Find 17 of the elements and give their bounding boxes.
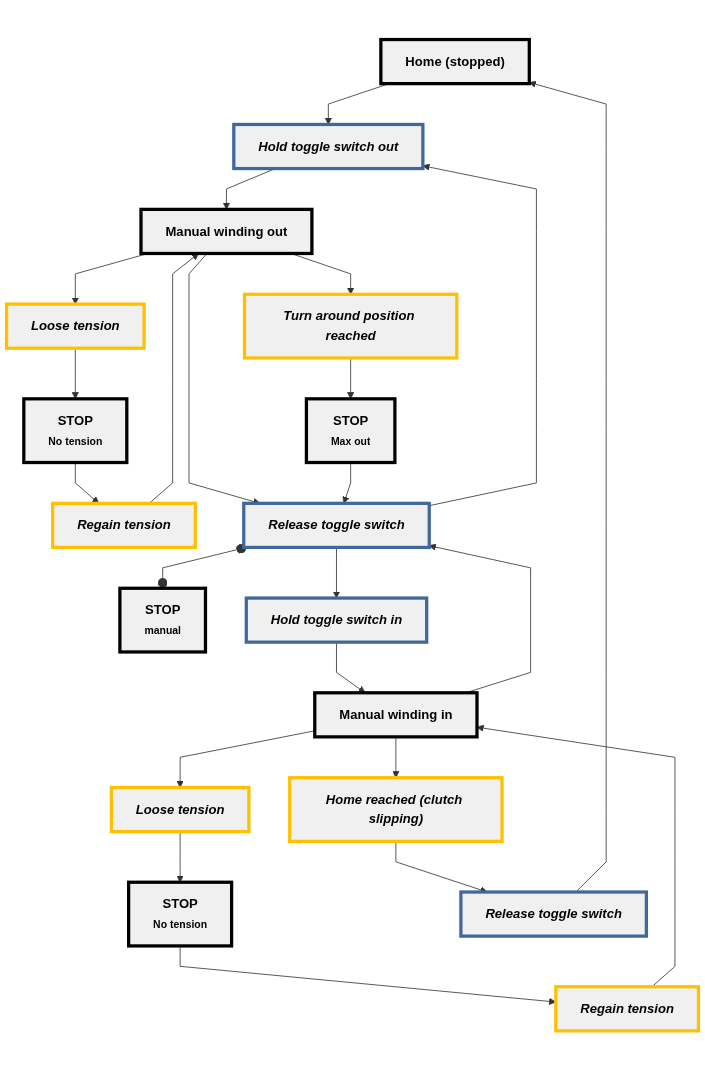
node-box: Manual winding in: [313, 691, 479, 739]
node-box: Hold toggle switch out: [232, 123, 425, 171]
node-box: Home reached (clutch slipping): [288, 776, 504, 844]
node-box: Regain tension: [51, 502, 197, 550]
node-box: Loose tension: [109, 786, 251, 834]
node-box: STOP Max out: [304, 397, 397, 465]
node-box: Loose tension: [4, 302, 146, 351]
node-box: Release toggle switch: [242, 502, 431, 550]
node-box: Hold toggle switch in: [244, 596, 429, 645]
node-box: Release toggle switch: [459, 890, 649, 939]
node-box: Turn around position reached: [242, 292, 459, 360]
node-box: Manual winding out: [139, 208, 314, 256]
node-box: STOP No tension: [127, 880, 234, 948]
node-box: STOP No tension: [22, 397, 129, 465]
node-box: Home (stopped): [379, 38, 531, 86]
node-box: Regain tension: [554, 985, 701, 1033]
node-box: STOP manual: [118, 586, 208, 654]
